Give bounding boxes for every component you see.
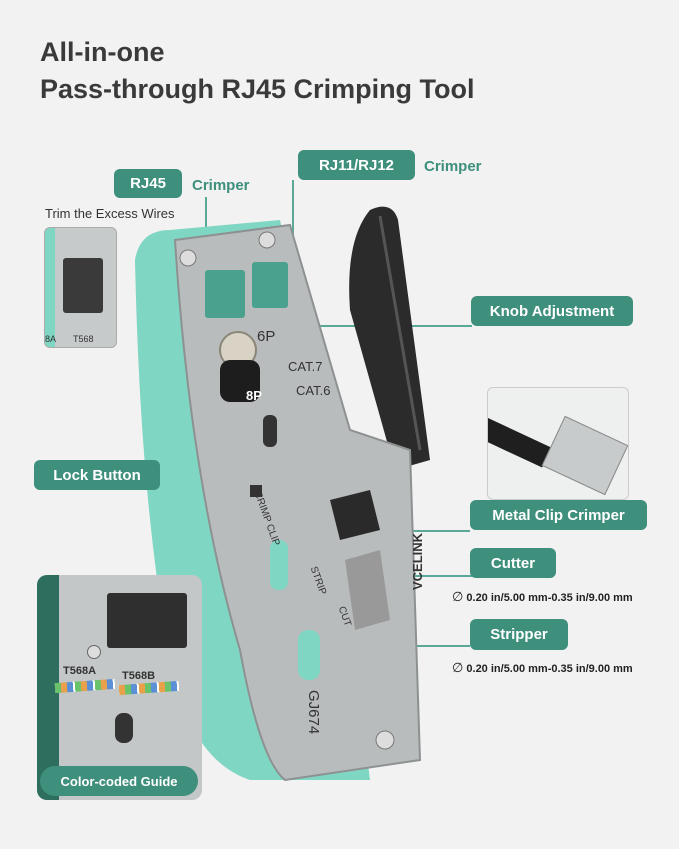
stripper-spec-text: 0.20 in/5.00 mm-0.35 in/9.00 mm: [466, 663, 633, 675]
rj45-port: [205, 270, 245, 318]
guide-t568a: T568A: [63, 665, 97, 677]
knob-adjustment-tag: Knob Adjustment: [471, 296, 633, 326]
cutter-spec: ∅ 0.20 in/5.00 mm-0.35 in/9.00 mm: [452, 589, 633, 605]
diameter-icon: ∅: [452, 660, 464, 675]
trim-inset-8a: 8A: [45, 334, 57, 344]
stripper-spec: ∅ 0.20 in/5.00 mm-0.35 in/9.00 mm: [452, 660, 633, 676]
diameter-icon: ∅: [452, 589, 464, 604]
mark-6p: 6P: [257, 328, 276, 345]
metal-clip-inset-image: [487, 387, 629, 500]
mark-model: GJ674: [305, 690, 322, 735]
rj45-crimper-text: Crimper: [192, 177, 250, 194]
mark-8p: 8P: [246, 388, 262, 403]
trim-text: Trim the Excess Wires: [45, 206, 175, 221]
trim-inset-t568: T568: [73, 334, 94, 344]
rj11-port: [252, 262, 288, 308]
metal-clip-crimper-tag: Metal Clip Crimper: [470, 500, 647, 530]
guide-t568b: T568B: [122, 670, 156, 682]
rj11-leader: [292, 180, 294, 240]
mark-brand: VCELINK: [410, 532, 425, 590]
rj11-tag: RJ11/RJ12: [298, 150, 415, 180]
mark-cat7: CAT.7: [288, 359, 323, 374]
page-title: All-in-one Pass-through RJ45 Crimping To…: [40, 34, 475, 108]
title-line-1: All-in-one: [40, 37, 165, 67]
tool-handle: [349, 206, 430, 470]
mark-cat6: CAT.6: [296, 383, 331, 398]
color-coded-guide-tag: Color-coded Guide: [40, 766, 198, 796]
cutter-tag: Cutter: [470, 548, 556, 578]
knob-leader: [232, 325, 472, 327]
lock-button-tag: Lock Button: [34, 460, 160, 490]
stripper-tag: Stripper: [470, 619, 568, 650]
cutter-spec-text: 0.20 in/5.00 mm-0.35 in/9.00 mm: [466, 592, 633, 604]
title-line-2: Pass-through RJ45 Crimping Tool: [40, 74, 475, 104]
rj11-crimper-text: Crimper: [424, 158, 482, 175]
trim-inset-image: 8A T568: [44, 227, 117, 348]
rj45-tag: RJ45: [114, 169, 182, 198]
color-guide-inset-image: T568A T568B: [37, 575, 202, 800]
